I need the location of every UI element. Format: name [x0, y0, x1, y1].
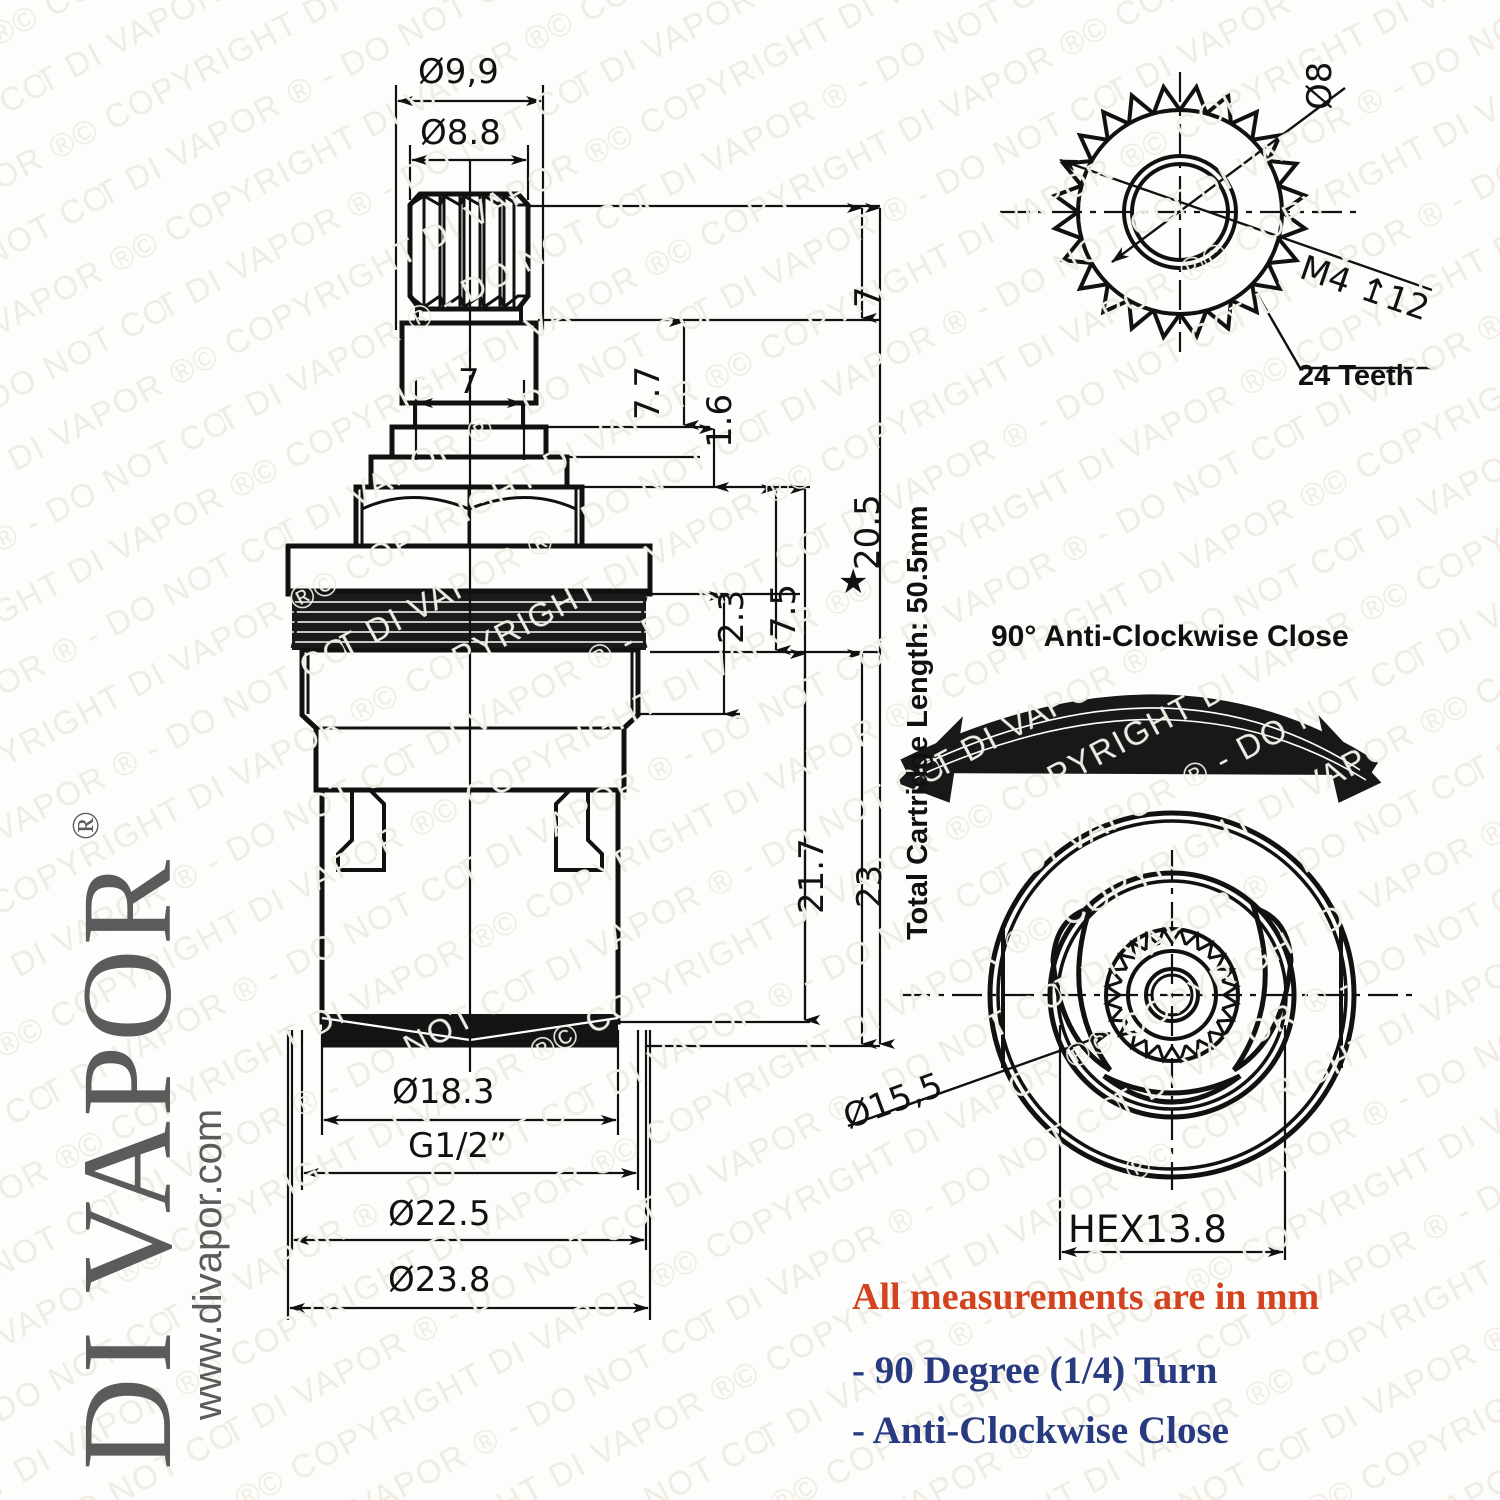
spline-thread-label: M4 ↥12 — [1294, 248, 1435, 330]
dimension-label-d8-8: Ø8.8 — [420, 113, 501, 153]
dimension-label-d9-9: Ø9,9 — [418, 52, 499, 92]
brand-website: www.divapor.com — [186, 1108, 230, 1420]
dimension-label-1-6: 1.6 — [700, 393, 740, 448]
brand-registered-mark: ® — [65, 811, 107, 840]
dimension-label-23: 23 — [850, 864, 890, 908]
spline-teeth-label: 24 Teeth — [1298, 360, 1414, 392]
seal-diameter-label: Ø15,5 — [838, 1064, 948, 1138]
dimension-label-top-7: 7 — [848, 286, 888, 308]
dimension-label-d23-8: Ø23.8 — [388, 1260, 491, 1300]
star-icon: ★ — [838, 563, 869, 601]
hex-size-label: HEX13.8 — [1068, 1208, 1227, 1251]
brand-wordmark: DI VAPOR — [56, 855, 198, 1470]
dimension-label-20-5: 20.5 — [848, 494, 888, 570]
dimension-label-7-7: 7.7 — [628, 365, 668, 420]
dimension-label-21-7: 21.7 — [792, 838, 832, 914]
spline-bore-label: Ø8 — [1300, 61, 1340, 110]
note-quarter-turn: - 90 Degree (1/4) Turn — [852, 1349, 1218, 1392]
units-note: All measurements are in mm — [852, 1276, 1320, 1318]
dimension-label-boss-7: 7 — [458, 362, 480, 402]
total-cartridge-length-label: Total Cartridge Length: 50.5mm — [902, 505, 934, 940]
note-anticlockwise-close: - Anti-Clockwise Close — [852, 1409, 1229, 1452]
dimension-label-2-3: 2.3 — [712, 589, 752, 644]
dimension-label-d22-5: Ø22.5 — [388, 1194, 491, 1234]
anticlockwise-close-heading: 90° Anti-Clockwise Close — [991, 620, 1349, 653]
dimension-label-g-half: G1/2” — [408, 1126, 507, 1166]
dimension-label-7-5: 7.5 — [764, 583, 804, 638]
dimension-label-d18-3: Ø18.3 — [392, 1072, 495, 1112]
